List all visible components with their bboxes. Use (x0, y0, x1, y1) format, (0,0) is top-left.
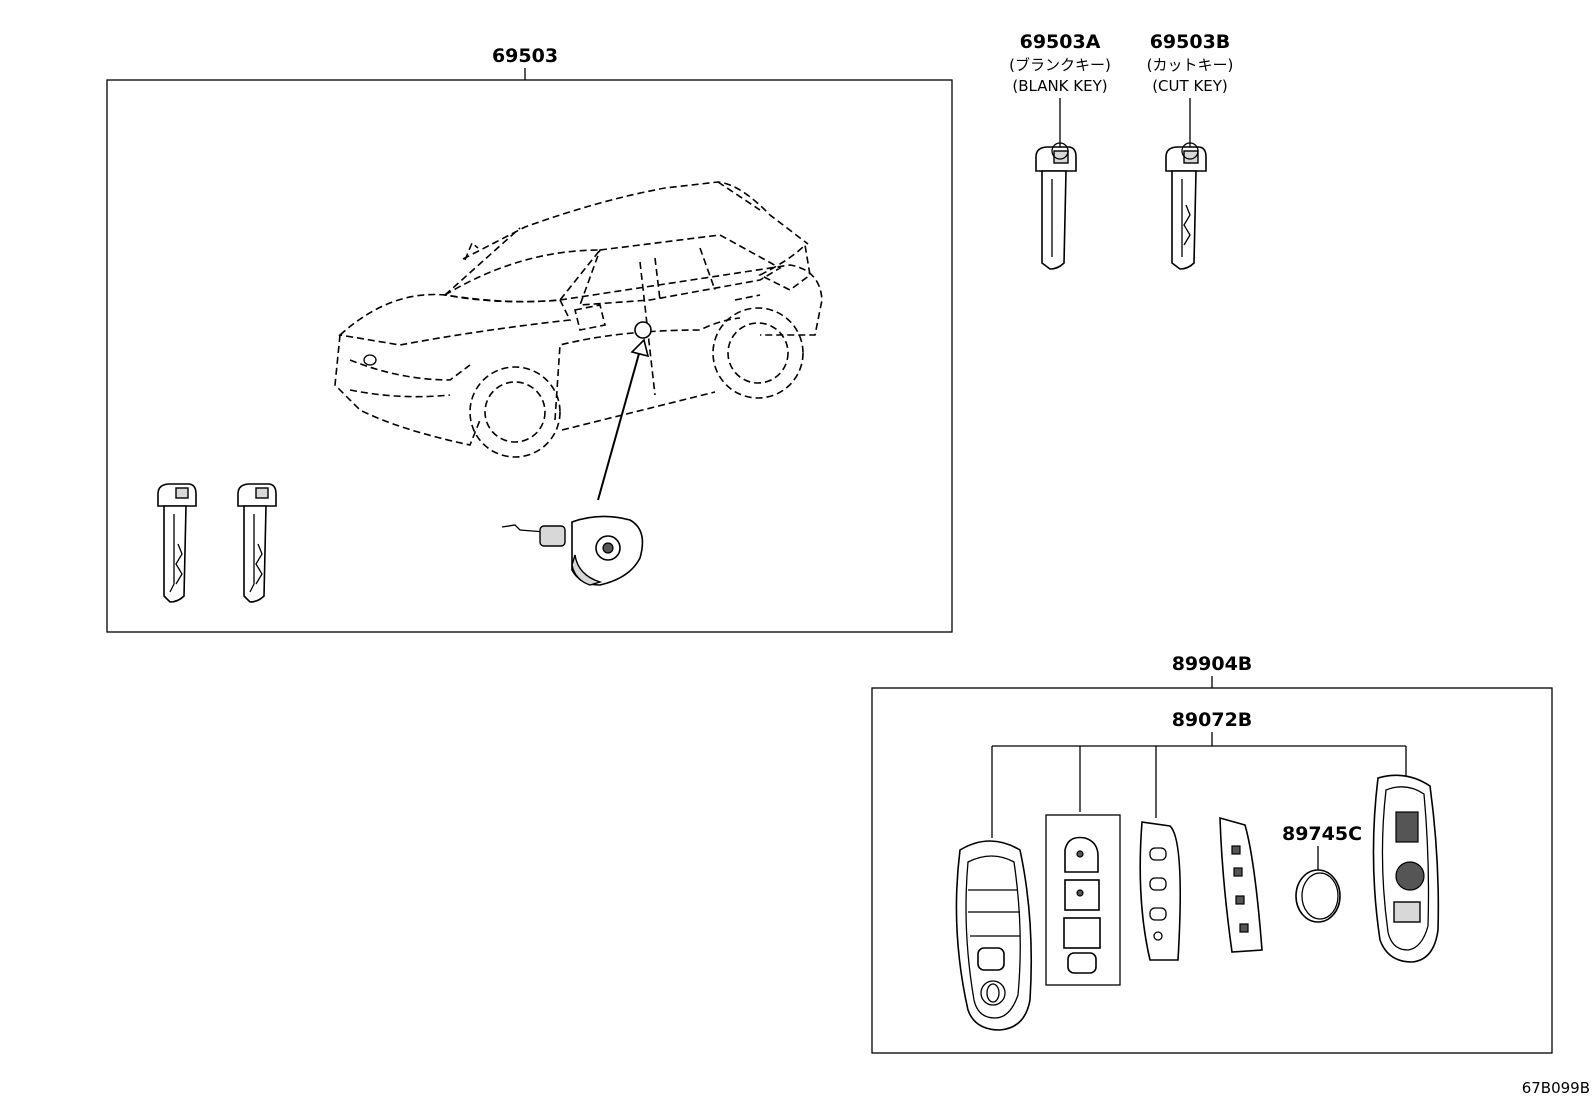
key-fob-back-case (1372, 774, 1440, 963)
circuit-board (1219, 816, 1263, 953)
button-pad (1045, 814, 1121, 986)
cut-key-group: 69503B (カットキー) (CUT KEY) (1147, 31, 1234, 270)
part-number-89904B[interactable]: 89904B (1172, 653, 1253, 675)
arrow-to-keyhole (597, 338, 650, 501)
blank-key-illustration (1035, 142, 1077, 270)
part-number-89745C[interactable]: 89745C (1282, 823, 1362, 845)
key-pair-illustration (157, 483, 277, 603)
vehicle-illustration (334, 181, 823, 458)
cut-key-note-jp: (カットキー) (1147, 56, 1234, 74)
blank-key-note-jp: (ブランクキー) (1009, 56, 1111, 74)
blank-key-note-en: (BLANK KEY) (1012, 77, 1107, 95)
key-fob-front (955, 840, 1033, 1031)
door-lock-set-group: 69503 (106, 45, 953, 633)
blank-key-group: 69503A (ブランクキー) (BLANK KEY) (1009, 31, 1111, 270)
illustration-code: 67B099B (1522, 1079, 1590, 1097)
door-lock-set-box (106, 79, 953, 633)
part-number-69503A[interactable]: 69503A (1020, 31, 1101, 53)
transmitter-group: 89904B 89072B (871, 653, 1553, 1054)
coin-battery: 89745C (1282, 823, 1362, 923)
transmitter-box (871, 687, 1553, 1054)
cut-key-note-en: (CUT KEY) (1152, 77, 1228, 95)
door-keyhole (634, 321, 652, 339)
part-number-69503B[interactable]: 69503B (1150, 31, 1231, 53)
rubber-pad (1139, 821, 1182, 961)
door-lock-cylinder (501, 515, 644, 586)
part-number-69503[interactable]: 69503 (492, 45, 558, 67)
part-number-89072B[interactable]: 89072B (1172, 709, 1253, 731)
cut-key-illustration (1165, 142, 1207, 270)
